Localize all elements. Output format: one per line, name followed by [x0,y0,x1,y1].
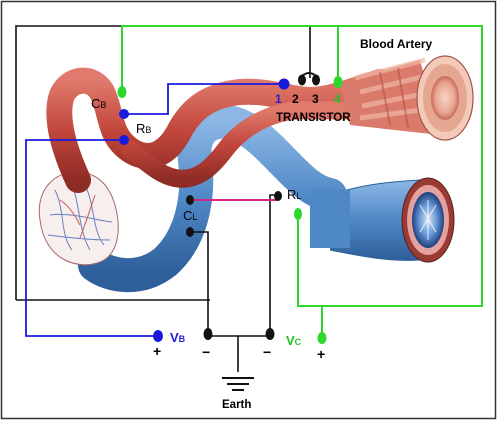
pin-2-terminal [298,74,306,86]
earth-label: Earth [222,399,251,411]
green-wires [121,25,483,336]
vc-label: VC [286,333,302,348]
vb-plus: + [153,343,161,359]
cb-terminal [117,86,127,98]
vc-minus: − [263,344,271,360]
blue-wires [25,83,282,337]
cl-terminal-top [186,195,194,205]
vb-terminal [153,330,163,342]
cb-label: CB [91,96,106,111]
pin-2-label: 2 [292,92,299,106]
terminals [117,72,343,344]
transistor-pin-numbers: 1 2 3 4 [275,92,341,106]
artery-vessel [46,55,474,193]
pin-4-terminal [333,76,343,88]
pin-4-label: 4 [334,92,341,106]
vb-ground-terminal [203,328,213,340]
vc-ground-terminal [265,328,275,340]
rb-label: RB [136,121,151,136]
transistor-label: TRANSISTOR [276,112,351,124]
rl-terminal-top [274,191,282,201]
rb-terminal-bottom [119,135,129,145]
vc-plus: + [317,346,325,362]
rb-terminal-top [119,109,129,119]
vb-label: VB [170,330,186,345]
pin-1-terminal [278,78,290,90]
vb-minus: − [202,344,210,360]
pin-3-terminal [312,74,320,86]
rl-terminal-bottom [294,208,302,220]
cl-terminal-bottom [186,227,194,237]
vein-vessel [78,104,455,293]
cl-label: CL [183,208,197,223]
blood-artery-label: Blood Artery [360,37,433,51]
rl-label: RL [287,187,301,202]
vc-terminal [317,332,327,344]
pin-3-label: 3 [312,92,319,106]
pin-1-label: 1 [275,92,282,106]
capillary-bed [38,171,119,266]
